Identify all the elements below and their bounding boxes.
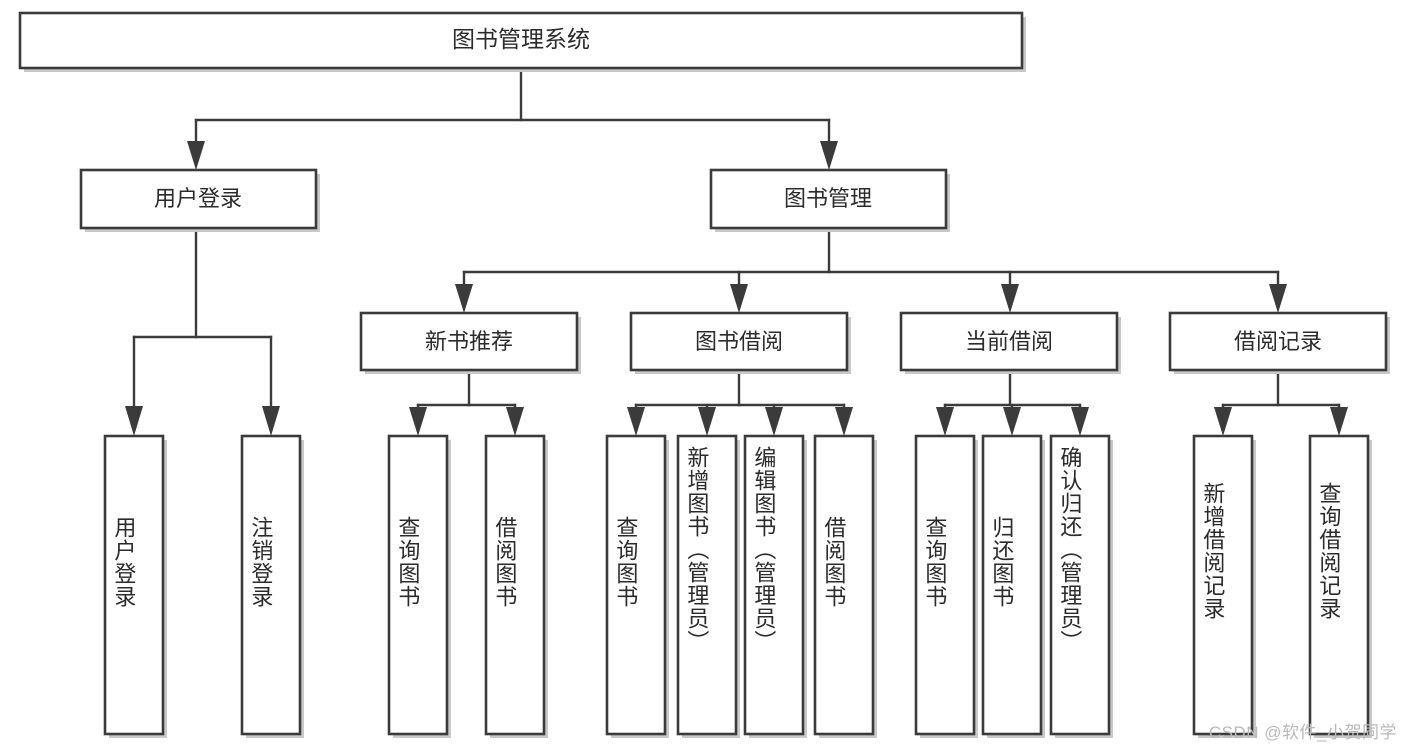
arrowhead-leaf-current-borrow-3: [1071, 407, 1089, 436]
leaf-book-borrow-4-box[interactable]: [813, 434, 875, 736]
arrowhead-leaf-new-book-2: [506, 407, 524, 436]
user-login-node-label: 用户登录: [154, 186, 242, 211]
leaf-book-borrow-2-box[interactable]: [676, 434, 738, 736]
book-borrow-node-box[interactable]: [629, 311, 849, 372]
borrow-record-node-label: 借阅记录: [1234, 329, 1322, 354]
arrowhead-leaf-current-borrow-1: [936, 407, 954, 436]
arrowhead-user-login: [187, 141, 205, 170]
edge-group-book-manage-to-level3: [455, 230, 1287, 313]
new-book-rec-node-box[interactable]: [359, 311, 579, 372]
arrowhead-book-borrow: [730, 284, 748, 313]
leaf-user-login-1-box[interactable]: [103, 434, 165, 736]
borrow-record-node-box[interactable]: [1168, 311, 1388, 372]
book-manage-node-label: 图书管理: [784, 186, 872, 211]
new-book-rec-node-label: 新书推荐: [425, 329, 513, 354]
arrowhead-leaf-user-login-2: [262, 406, 280, 436]
arrowhead-leaf-book-borrow-2: [698, 407, 716, 436]
arrowhead-borrow-record: [1269, 284, 1287, 313]
leaf-new-book-rec-2-box[interactable]: [484, 434, 546, 736]
current-borrow-node-label: 当前借阅: [965, 329, 1053, 354]
root-node-box[interactable]: [18, 11, 1024, 70]
leaf-current-borrow-1-box[interactable]: [914, 434, 976, 736]
leaf-book-borrow-3-box[interactable]: [743, 434, 805, 736]
arrowhead-leaf-book-borrow-4: [835, 407, 853, 436]
arrowhead-leaf-new-book-1: [409, 407, 427, 436]
book-manage-node-box[interactable]: [709, 168, 948, 230]
leaf-book-borrow-1-box[interactable]: [605, 434, 667, 736]
edge-group-book-borrow-to-leaves: [627, 372, 853, 436]
leaf-current-borrow-3-box[interactable]: [1049, 434, 1111, 736]
edge-group-borrow-record-to-leaves: [1214, 372, 1348, 436]
arrowhead-leaf-book-borrow-1: [627, 407, 645, 436]
leaf-current-borrow-2-box[interactable]: [981, 434, 1043, 736]
arrowhead-leaf-borrow-record-1: [1214, 407, 1232, 436]
arrowhead-book-manage: [820, 141, 838, 170]
leaf-user-login-2-box[interactable]: [240, 434, 302, 736]
arrowhead-leaf-book-borrow-3: [765, 407, 783, 436]
current-borrow-node-box[interactable]: [899, 311, 1119, 372]
user-login-node-box[interactable]: [79, 168, 318, 230]
leaf-borrow-record-1-box[interactable]: [1192, 434, 1254, 736]
leaf-new-book-rec-1-box[interactable]: [387, 434, 449, 736]
leaf-borrow-record-2-box[interactable]: [1308, 434, 1370, 736]
watermark-text: CSDN @软件_小贺同学: [1208, 723, 1397, 742]
edge-group-current-borrow-to-leaves: [936, 372, 1089, 436]
root-node-label: 图书管理系统: [452, 26, 590, 52]
arrowhead-current-borrow: [1001, 284, 1019, 313]
edge-group-root-to-level2: [187, 66, 838, 170]
book-borrow-node-label: 图书借阅: [695, 329, 783, 354]
edge-group-new-book-rec-to-leaves: [409, 372, 524, 436]
arrowhead-new-book-rec: [455, 284, 473, 313]
edge-group-user-login-to-leaves: [125, 230, 280, 436]
arrowhead-leaf-current-borrow-2: [1003, 407, 1021, 436]
arrowhead-leaf-user-login-1: [125, 406, 143, 436]
arrowhead-leaf-borrow-record-2: [1330, 407, 1348, 436]
